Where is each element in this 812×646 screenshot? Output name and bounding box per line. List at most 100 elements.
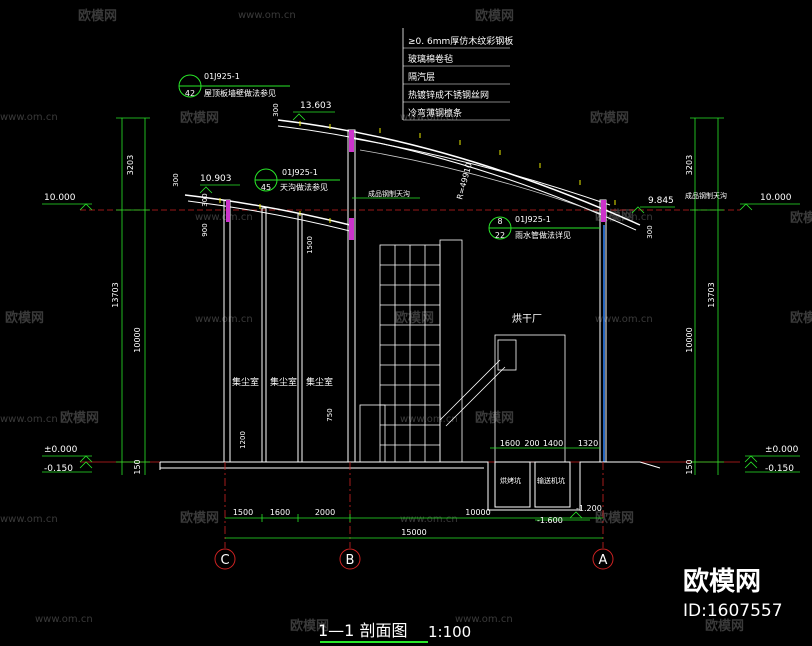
svg-text:01J925-1: 01J925-1 (282, 168, 318, 177)
watermark-url: www.om.cn (400, 112, 458, 123)
pit-dim-4: 1320 (578, 439, 598, 448)
watermark: 欧模网 (5, 310, 44, 326)
axis-c: C (214, 548, 236, 570)
elev-ground-left: -0.150 (44, 464, 73, 474)
watermark-url: www.om.cn (35, 614, 93, 625)
note-gutter-mid: 成品钢制天沟 (368, 189, 410, 198)
svg-text:01J925-1: 01J925-1 (515, 215, 551, 224)
right-dim-mid: 10000 (685, 327, 694, 352)
axis-label-a: A (599, 553, 608, 568)
watermark-url: www.om.cn (0, 514, 58, 525)
dim-2000: 2000 (315, 508, 335, 517)
watermark-url: www.om.cn (455, 614, 513, 625)
callout-22: 8 22 01J925-1 雨水管做法详见 (488, 215, 600, 240)
brand-logo: 欧模网 (683, 566, 761, 597)
brand-id: ID:1607557 (683, 601, 783, 621)
dim-1500: 1500 (233, 508, 253, 517)
roof-layer-3: 隔汽层 (408, 71, 435, 83)
watermark: 欧模网 (590, 110, 629, 126)
foundation (159, 461, 661, 511)
svg-text:天沟做法参见: 天沟做法参见 (280, 182, 328, 192)
col-dim-1500: 1500 (306, 236, 314, 254)
roof-layer-2: 玻璃棉卷毡 (408, 53, 453, 65)
left-dim-total: 13703 (111, 282, 120, 307)
watermark-url: www.om.cn (595, 314, 653, 325)
col-dim-1200: 1200 (239, 431, 247, 449)
axis-label-c: C (220, 553, 229, 568)
watermark: 欧模网 (290, 618, 329, 634)
left-dim-base: 150 (133, 459, 142, 474)
elev-floor-right: ±0.000 (765, 445, 799, 455)
drawing-title: 1—1 剖面图 (318, 621, 407, 640)
dim-1600: 1600 (270, 508, 290, 517)
roof-layer-4: 热镀锌成不锈钢丝网 (408, 89, 489, 101)
right-dim-base: 150 (685, 459, 694, 474)
elevation-marks (42, 111, 800, 521)
axis-a: A (592, 548, 614, 570)
svg-text:雨水管做法详见: 雨水管做法详见 (515, 230, 571, 240)
col-dim-300a: 300 (172, 173, 180, 186)
svg-text:屋顶板墙壁做法参见: 屋顶板墙壁做法参见 (204, 88, 276, 98)
gutter-top (349, 130, 354, 152)
gutter-right (601, 200, 606, 222)
watermark: 欧模网 (475, 410, 514, 426)
pit-dim-1: 1600 (500, 439, 520, 448)
room-dust-2: 集尘室 (270, 376, 297, 388)
roof-layer-notes (402, 28, 510, 121)
watermark: 欧模网 (790, 210, 812, 226)
axis-label-b: B (346, 553, 355, 568)
watermark: 欧模网 (78, 8, 117, 24)
watermark: 欧模网 (705, 618, 744, 634)
svg-text:01J925-1: 01J925-1 (204, 72, 240, 81)
elev-pit-bottom: -1.600 (537, 516, 563, 525)
watermark: 欧模网 (395, 310, 434, 326)
watermark-url: www.om.cn (238, 10, 296, 21)
elev-roof-right: 9.845 (648, 196, 674, 206)
svg-text:42: 42 (185, 89, 195, 98)
right-dim-total: 13703 (707, 282, 716, 307)
col-dim-300d: 300 (646, 225, 654, 238)
callout-45: 45 01J925-1 天沟做法参见 (254, 168, 340, 192)
elev-roof-high: 13.603 (300, 101, 332, 111)
room-pit-1: 烘烤坑 (500, 476, 521, 485)
col-dim-300b: 300 (201, 193, 209, 206)
roof (184, 119, 641, 232)
elev-floor-left: ±0.000 (44, 445, 78, 455)
elev-pit-step: -1.200 (576, 504, 602, 513)
watermark-url: www.om.cn (0, 112, 58, 123)
roof-layer-1: ≥0. 6mm厚仿木纹彩钢板 (408, 35, 513, 47)
gutter-left (226, 200, 230, 222)
pit-dim-3: 1400 (543, 439, 563, 448)
watermark: 欧模网 (180, 110, 219, 126)
room-dryer: 烘干厂 (512, 313, 542, 325)
svg-text:22: 22 (495, 231, 505, 240)
room-dust-3: 集尘室 (306, 376, 333, 388)
callout-42: 42 01J925-1 屋顶板墙壁做法参见 (178, 72, 290, 98)
left-vertical-dims (116, 117, 150, 475)
axis-lines (224, 462, 604, 548)
watermark-url: www.om.cn (400, 414, 458, 425)
bottom-dimensions (225, 514, 603, 539)
dim-10000: 10000 (465, 508, 490, 517)
watermark-url: www.om.cn (400, 514, 458, 525)
left-dim-mid: 10000 (133, 327, 142, 352)
right-vertical-dims (690, 117, 724, 475)
pit-dim-2: 200 (524, 439, 539, 448)
svg-text:45: 45 (261, 183, 271, 192)
elev-eave-right: 10.000 (760, 193, 792, 203)
elev-eave-left: 10.000 (44, 193, 76, 203)
left-dim-top: 3203 (126, 155, 135, 175)
col-dim-300c: 300 (272, 103, 280, 116)
drawing-scale: 1:100 (428, 623, 471, 641)
elev-roof-left: 10.903 (200, 174, 232, 184)
watermark: 欧模网 (180, 510, 219, 526)
right-dim-top: 3203 (685, 155, 694, 175)
watermark: 欧模网 (595, 510, 634, 526)
elev-ground-right: -0.150 (765, 464, 794, 474)
watermark: 欧模网 (475, 8, 514, 24)
note-gutter-right: 成品钢制天沟 (685, 191, 727, 200)
gutter-mid (349, 218, 354, 240)
watermark-url: www.om.cn (0, 414, 58, 425)
col-dim-900: 900 (201, 223, 209, 236)
